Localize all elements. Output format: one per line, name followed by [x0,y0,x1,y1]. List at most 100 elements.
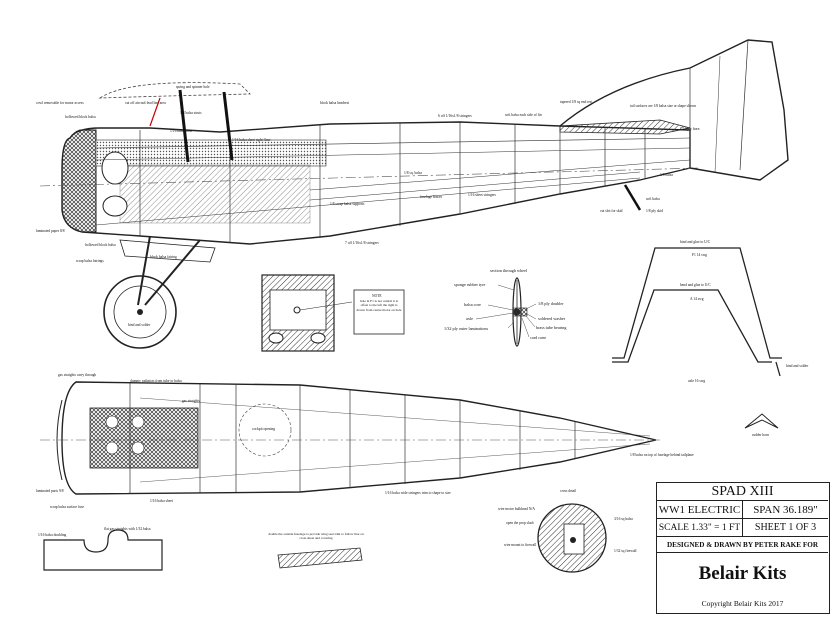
note-title: NOTE [372,294,382,298]
designer-credit: DESIGNED & DRAWN BY PETER RAKE FOR [657,537,828,553]
tailplane [559,119,691,135]
label-balsa-core: balsa core [464,302,481,307]
label-wide-stringers: 1/16 balsa wide stringers trim to shape … [385,491,451,495]
label-dummy-radiators: dummy radiators from tube or balsa [130,379,182,383]
label-double-outside: double the outside fuselage to provide w… [268,532,364,541]
label-cockpit: cockpit opening [252,427,275,431]
label-sq-balsa-316: 3/16 sq balsa [614,517,633,521]
fin-rudder [559,39,789,181]
front-bay-crosshatch [89,407,199,469]
label-balsa-struts: 1/8 balsa struts [180,111,202,115]
note-text: hole in F1 is not central it is offset t… [356,299,402,312]
label-ply-horn: 1/16 ply horn [680,127,700,131]
top-wing-dashed [98,82,251,99]
label-f1-swg: F1 14 swg [692,253,707,257]
drawing-title: SPAD XIII [657,483,828,501]
label-stringers-7: 7 off 1/16x1/8 stringers [345,241,379,245]
stringer [95,147,691,161]
label-scrap-surface: scrap balsa surface fuse [50,505,84,509]
label-tail-surfaces: tail surfaces are 1/8 balsa size or shap… [630,104,696,108]
stringer [309,159,691,191]
cockpit-area [95,139,327,167]
label-tyre: sponge rubber tyre [454,282,486,287]
label-gas-straights: gas straights [182,399,200,403]
label-stringers-6: 6 off 1/16x1/8 stringers [438,114,472,118]
label-a-swg: A 14 swg [690,297,704,301]
label-balsa-sheet: 1/16 balsa sheet [150,499,173,503]
uc-fairing [119,239,216,263]
label-rudder-horn: rudder horn [752,433,769,437]
label-block-fairing: block balsa fairing [150,255,177,259]
label-gas-carry: gas straights carry through [58,373,96,377]
label-firewall-132: 1/32 sq firewall [614,549,637,553]
label-bend-glue: bend and glue to U/C [680,283,711,287]
wing-span: SPAN 36.189" [743,501,828,519]
label-ply-skid: 1/8 ply skid [646,209,663,213]
label-balsa-strut: 1/16 balsa strut [170,129,192,133]
label-uc-bind: bind and solder [786,364,809,368]
uc-wire-diagram [612,247,782,377]
label-bind-solder: bind and solder [128,323,151,327]
front-fuselage-hatch [119,164,311,224]
wheel-labels: sponge rubber tyre balsa core axle 1/32 … [444,282,567,340]
firewall-labels: cross detail wire motor bulkhead N/A ope… [498,489,637,553]
label-fuselage-braces: fuselage braces [420,195,443,199]
label-end-rest: tapered 1/8 sq end rest [560,100,592,104]
label-motor-bulkhead: wire motor bulkhead N/A [498,507,535,511]
label-cross-detail: cross detail [560,489,576,493]
label-wire-mount: wire mount to firewall [504,543,536,547]
cabane-strut-front [178,89,190,163]
thrust-line [39,167,701,187]
top-formers [129,383,576,494]
label-prop-shaft: open the prop shaft [506,521,534,525]
former-profile [43,529,163,571]
nose-cooling-hole-upper [101,151,129,185]
label-lead-line: cut off aircraft lead line area [125,101,166,105]
label-bind-glue-uc: bind and glue to U/C [680,240,711,244]
nose-top [56,399,63,481]
label-laminated-paper: laminated paper 8/8 [36,229,65,233]
label-axle-swg: axle 16 swg [688,379,705,383]
nose-cooling-hole-lower [102,195,128,217]
label-cowl: cowl removable for motor access [36,101,84,105]
label-headrest: block balsa headrest [320,101,349,105]
label-ply-laminations: 1/32 ply outer laminations [444,326,488,331]
wheel-outer [103,275,177,349]
label-soft-balsa: soft balsa [646,197,660,201]
rudder-horn-shape [744,413,779,429]
label-hollow-block: hollowed block balsa [65,115,96,119]
label-soft-balsa-fin: soft balsa each side of fin [505,113,542,117]
label-card-cone: card cone [530,335,546,340]
uc-labels: bind and glue to U/C F1 14 swg bend and … [680,240,809,383]
red-fairing-line [149,97,161,127]
wheel-hub [137,309,143,315]
tail-skid [623,184,642,211]
cockpit-opening [238,403,292,457]
label-balsa-doubling: 1/16 balsa doubling [38,533,67,537]
sheet-number: SHEET 1 OF 3 [743,519,828,537]
stringer [309,171,641,201]
note-box [353,289,405,335]
label-balsa-18: 1/8 balsa [660,173,673,177]
stringer [95,177,641,226]
drawing-scale: SCALE 1.33" = 1 FT [657,519,743,537]
wheel-section: section through wheel sponge rubber tyre… [444,268,567,347]
former-detail: NOTE hole in F1 is not central it is off… [261,274,405,352]
copyright-text: Copyright Belair Kits 2017 [701,598,784,608]
brand-name: Belair Kits [698,563,787,584]
label-brass-tube: brass tube bearing [536,325,567,330]
label-top-tailplane: 1/8 balsa on top of fuselage behind tail… [630,453,694,457]
label-sq-balsa: 1/8 sq. balsa [404,171,422,175]
stringer [95,137,691,149]
label-right-floor: 1/16 balsa sheet right floor [232,138,271,142]
fuselage-top-outline [61,381,657,495]
wing-seat-strip [277,547,363,569]
label-flat-gas: flat gas straights with 1/32 balsa [104,527,151,531]
label-spinner: spring and spinner hole [176,85,210,89]
bottom-details: 1/16 balsa doubling flat gas straights w… [38,489,637,573]
top-view: gas straights carry through dummy radiat… [36,373,779,509]
label-washer: soldered washer [538,316,566,321]
label-sheet-stringers: 1/16 sheet stringers [468,193,497,197]
